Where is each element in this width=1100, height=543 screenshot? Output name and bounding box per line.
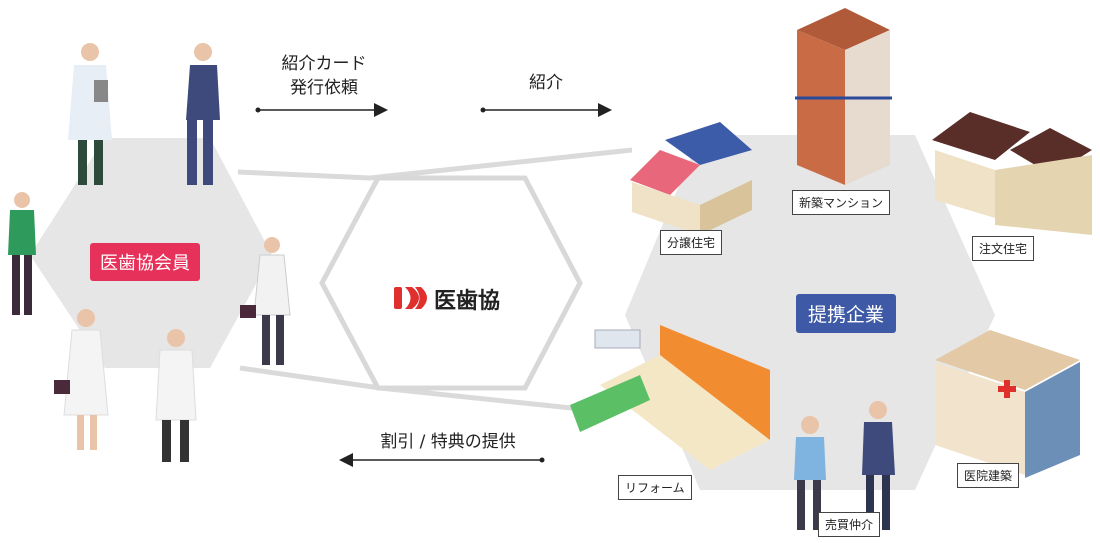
label-brokerage: 売買仲介 (818, 512, 881, 537)
flow-card-request-line2: 発行依頼 (290, 78, 358, 98)
logo-mark-icon (394, 287, 427, 309)
senior-doctor-icon (155, 329, 197, 462)
clinic-building-icon (935, 330, 1080, 478)
arrow-discount-benefits (339, 453, 545, 467)
logo-text: 医歯協 (434, 289, 501, 314)
label-custom-house: 注文住宅 (972, 236, 1035, 261)
partners-label: 提携企業 (796, 294, 897, 333)
arrow-introduction (480, 103, 612, 117)
man-on-phone-icon (186, 43, 220, 185)
female-doctor-icon (54, 309, 109, 450)
handshake-brokers-icon (794, 401, 895, 530)
center-hexagon (319, 175, 583, 391)
arrow-card-request (255, 103, 388, 117)
doctor-with-clipboard-icon (68, 43, 112, 185)
flow-introduction-label: 紹介 (529, 73, 563, 93)
connector-top (237, 147, 633, 181)
new-condo-tower-icon (795, 8, 892, 185)
flow-card-request-label: 紹介カード 発行依頼 (268, 52, 380, 100)
custom-house-icon (932, 112, 1092, 235)
members-label: 医歯協会員 (90, 243, 200, 281)
flow-card-request-line1: 紹介カード (281, 54, 367, 74)
woman-green-icon (8, 192, 36, 315)
flow-discount-benefits-label: 割引 / 特典の提供 (380, 432, 516, 452)
label-reform: リフォーム (618, 475, 692, 500)
label-clinic-construction: 医院建築 (957, 463, 1020, 488)
label-new-condo: 新築マンション (792, 190, 891, 215)
doctor-with-bag-icon (240, 237, 291, 365)
label-subdivided-house: 分譲住宅 (660, 230, 723, 255)
reform-room-icon (570, 325, 770, 470)
subdivided-house-icon (630, 122, 752, 235)
